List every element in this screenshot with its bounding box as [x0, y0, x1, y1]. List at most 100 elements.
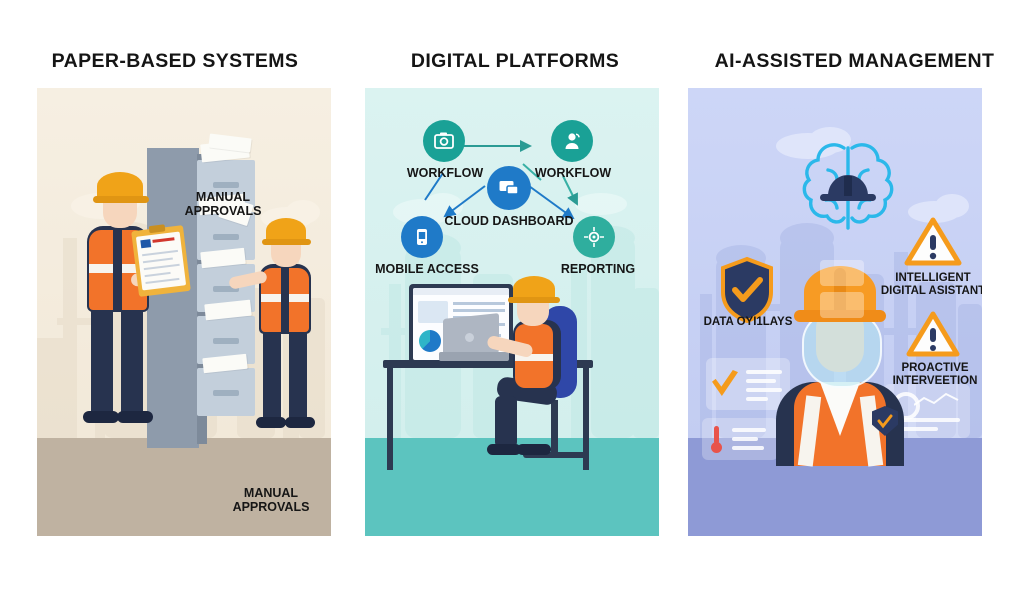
panel-frame-ai-assisted: DATA OYI1LAYS INTELLIGENT DIGITAL ASISTA… [688, 88, 982, 536]
worker-shoe [487, 444, 521, 455]
hard-hat [266, 218, 306, 243]
hud-line [732, 437, 758, 441]
desk-top [383, 360, 593, 368]
worker-shoe [517, 444, 551, 455]
clipboard-paper [135, 231, 187, 291]
panel-frame-paper-based: MANUAL APPROVALS MANUAL APPROVALS [37, 88, 331, 536]
hud-line [746, 370, 782, 374]
shield-check-icon [721, 256, 773, 324]
ar-visor [802, 312, 882, 388]
thermometer-bulb [711, 442, 722, 453]
permit-line [145, 277, 180, 285]
vest-stripe [515, 354, 553, 361]
panel-frame-digital-platforms: WORKFLOW WORKFLOW CLOUD DASHBOARD [365, 88, 659, 536]
office-chair-post [551, 400, 558, 454]
panel-ai-assisted: AI-ASSISTED MANAGEMENT [685, 0, 1024, 597]
worker-shoe [117, 411, 153, 423]
worker-shoe [285, 417, 315, 428]
hud-line [732, 428, 766, 432]
camera-icon [434, 132, 454, 149]
seated-worker [486, 276, 579, 474]
vest-opening [113, 230, 122, 310]
worker-right [228, 216, 325, 448]
vest-opening [281, 268, 289, 332]
worker-legs [91, 300, 113, 416]
laptop-logo [465, 333, 474, 342]
hud-badge-check-icon [877, 414, 893, 429]
mobile-device-icon [417, 229, 427, 245]
worker-legs [263, 326, 281, 422]
hud-card-visor-right [820, 292, 864, 318]
worker-shoe [256, 417, 286, 428]
analytics-icon [584, 227, 604, 247]
checklist-icon [712, 370, 738, 396]
screens-icon [499, 181, 519, 195]
dashboard-text-line [453, 302, 505, 305]
warning-triangle-upper [904, 217, 962, 266]
connector-arrows [424, 140, 578, 220]
thermometer-icon [714, 426, 719, 444]
label-workflow-left: WORKFLOW [406, 166, 484, 180]
label-cloud-dashboard: CLOUD DASHBOARD [444, 214, 574, 228]
permit-line [144, 271, 171, 278]
permit-line [142, 257, 173, 264]
permit-header-text [152, 237, 175, 243]
desk-leg [387, 368, 393, 470]
label-proactive-intervention: PROACTIVE INTERVEETION [892, 362, 978, 387]
panel-paper-based: PAPER-BASED SYSTEMS [0, 0, 345, 597]
trend-line-icon [914, 392, 959, 406]
panel-title-paper-based: PAPER-BASED SYSTEMS [51, 50, 299, 72]
node-cloud-dashboard[interactable] [487, 166, 531, 210]
ai-brain-icon [802, 143, 894, 230]
ar-visor-worker [776, 256, 904, 476]
hard-hat-brim [794, 310, 886, 322]
hard-hat [513, 276, 555, 301]
warning-triangle-lower [906, 311, 960, 357]
label-manual-approvals-upper: MANUAL APPROVALS [184, 190, 262, 218]
hud-card-thermometer [702, 418, 778, 460]
hud-line [892, 427, 938, 431]
hud-line [746, 388, 782, 392]
hud-line [892, 418, 960, 422]
permit-line [143, 263, 180, 271]
panel-digital-platforms: DIGITAL PLATFORMS [345, 0, 685, 597]
laptop-base [439, 352, 509, 361]
hud-card-visor-left [820, 260, 864, 286]
hard-hat-brim [93, 196, 149, 203]
hard-hat-ridge [834, 268, 846, 316]
hard-hat-brim [508, 297, 560, 303]
dashboard-text-line [453, 309, 505, 312]
clipboard-clip [148, 224, 166, 234]
filing-cabinet [147, 148, 199, 448]
permit-line [142, 249, 179, 257]
label-data-overlays: DATA OYI1LAYS [703, 316, 793, 328]
worker-legs [121, 300, 143, 416]
label-reporting: REPORTING [560, 262, 636, 276]
hard-hat-brim [262, 239, 311, 245]
label-intelligent-digital-assistant: INTELLIGENT DIGITAL ASISTANT [880, 272, 982, 297]
node-workflow-right[interactable] [551, 120, 593, 162]
label-workflow-right: WORKFLOW [534, 166, 612, 180]
user-headset-icon [565, 133, 580, 149]
worker-shoe [83, 411, 119, 423]
worker-left [77, 168, 170, 448]
worker-legs [289, 326, 307, 422]
hud-line [746, 397, 768, 401]
hard-hat-in-brain [820, 175, 876, 201]
hud-line [732, 446, 764, 450]
worker-legs [495, 396, 517, 448]
panel-title-digital-platforms: DIGITAL PLATFORMS [410, 50, 620, 72]
pie-chart [419, 330, 441, 352]
hud-line [746, 379, 776, 383]
desk-leg [583, 368, 589, 470]
clipboard [131, 224, 191, 297]
label-manual-approvals-lower: MANUAL APPROVALS [232, 486, 310, 514]
node-reporting[interactable] [573, 216, 615, 258]
node-workflow-left[interactable] [423, 120, 465, 162]
label-mobile-access: MOBILE ACCESS [375, 262, 479, 276]
node-mobile-access[interactable] [401, 216, 443, 258]
dashboard-image [418, 301, 448, 323]
hard-hat [97, 172, 143, 200]
floor-background [37, 438, 331, 536]
